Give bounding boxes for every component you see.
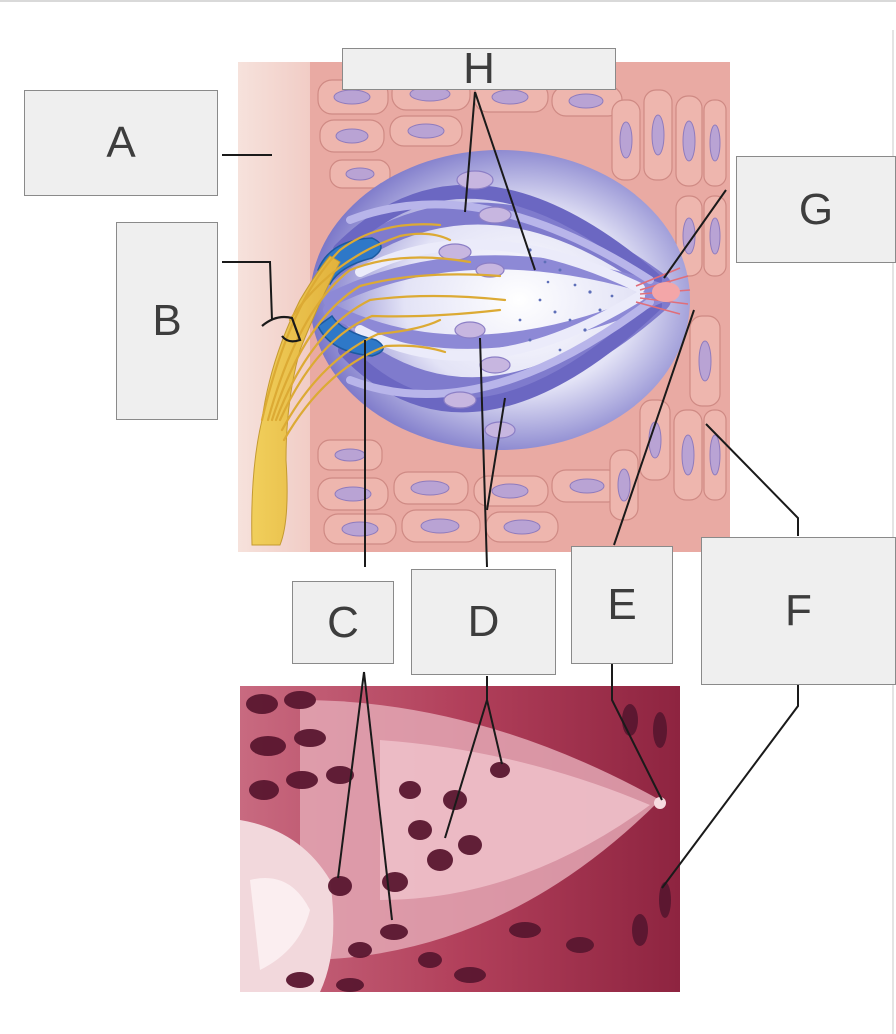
leader-line-f-bottom (661, 685, 799, 889)
label-box-d[interactable]: D (411, 569, 556, 675)
leader-line-d-top-1 (479, 337, 488, 568)
leader-line-b (222, 261, 273, 321)
taste-pore-opening (652, 282, 680, 302)
sensory-nerve-fibers (260, 223, 507, 442)
leader-lines (222, 91, 799, 921)
label-box-g[interactable]: G (736, 156, 896, 263)
leader-line-h-1 (464, 91, 476, 213)
label-box-b[interactable]: B (116, 222, 218, 420)
leader-line-e-top (613, 309, 695, 546)
taste-bud-micrograph (240, 686, 680, 992)
top-border (0, 0, 896, 2)
label-box-f[interactable]: F (701, 537, 896, 685)
leader-line-g (663, 189, 727, 279)
right-border (892, 30, 894, 1034)
leader-line-d-top-2 (486, 397, 506, 511)
taste-cell-nuclei (438, 170, 516, 439)
epithelial-nuclei (333, 86, 721, 537)
bracket-b (261, 315, 302, 343)
leader-line-d-bottom-2 (486, 699, 503, 765)
leader-line-e-bottom (611, 664, 663, 801)
label-box-e[interactable]: E (571, 546, 673, 664)
leader-line-c-bottom-1 (337, 671, 365, 879)
leader-line-f-top (705, 423, 799, 536)
sensory-nerve-trunk (251, 255, 341, 546)
label-box-c[interactable]: C (292, 581, 394, 664)
taste-bud-illustration (238, 62, 730, 552)
leader-line-c-bottom-2 (363, 671, 393, 921)
label-box-h[interactable]: H (342, 44, 616, 93)
label-box-a[interactable]: A (24, 90, 218, 196)
leader-line-h-2 (474, 91, 536, 271)
